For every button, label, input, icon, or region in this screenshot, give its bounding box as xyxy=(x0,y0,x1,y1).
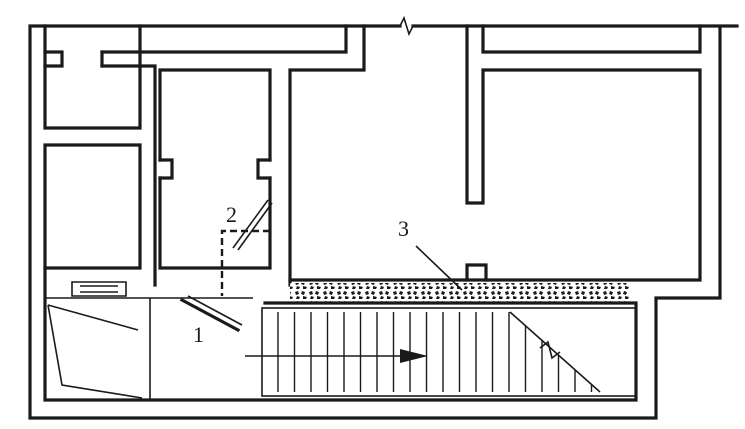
gravel-strip xyxy=(290,283,630,303)
stair-arrow-head xyxy=(400,349,428,363)
stair-treads xyxy=(277,312,593,392)
stair-break xyxy=(539,340,561,360)
stub-left xyxy=(43,50,64,68)
corridor-top-wall xyxy=(100,24,366,287)
light-well xyxy=(71,281,127,297)
room-left-middle xyxy=(43,143,142,270)
label-2: 2 xyxy=(226,202,237,227)
lower-area-wall xyxy=(43,266,638,402)
column-stub xyxy=(465,263,488,282)
right-top-wall xyxy=(481,24,702,54)
stair-diagonal xyxy=(509,311,601,393)
vent-leader xyxy=(232,199,273,251)
stair-outline xyxy=(261,307,637,397)
label-3: 3 xyxy=(398,216,409,241)
vent-dashed-outline xyxy=(220,229,270,296)
label-1: 1 xyxy=(193,322,204,347)
middle-room-stubs xyxy=(158,158,272,180)
middle-room xyxy=(158,68,272,270)
gravel-leader xyxy=(415,245,463,291)
small-room-top-left xyxy=(43,24,142,130)
right-large-room xyxy=(288,24,702,282)
outer-wall xyxy=(28,24,739,420)
door-leaf xyxy=(179,297,241,333)
ramp-lines xyxy=(47,304,143,399)
break-mark xyxy=(399,15,414,37)
door-leaf-thin xyxy=(187,295,243,326)
